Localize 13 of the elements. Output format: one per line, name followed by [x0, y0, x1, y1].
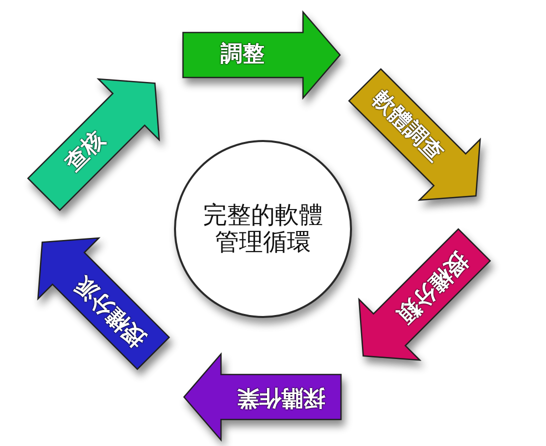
block-arrow	[26, 77, 161, 212]
block-arrow	[346, 66, 482, 202]
arrow-label: 授權分類	[393, 248, 471, 326]
block-arrow	[357, 226, 492, 362]
arrow-label: 軟體調查	[368, 88, 446, 166]
circle-label: 完整的軟體管理循環	[202, 202, 324, 256]
block-arrow	[36, 236, 172, 372]
arrow-label: 調整	[220, 44, 264, 66]
arrow-label: 授權分派	[72, 272, 150, 350]
arrow-label: 查核	[62, 128, 110, 176]
block-arrow	[182, 352, 342, 442]
arrow-label: 採購作業	[236, 386, 324, 408]
block-arrow	[180, 10, 342, 100]
